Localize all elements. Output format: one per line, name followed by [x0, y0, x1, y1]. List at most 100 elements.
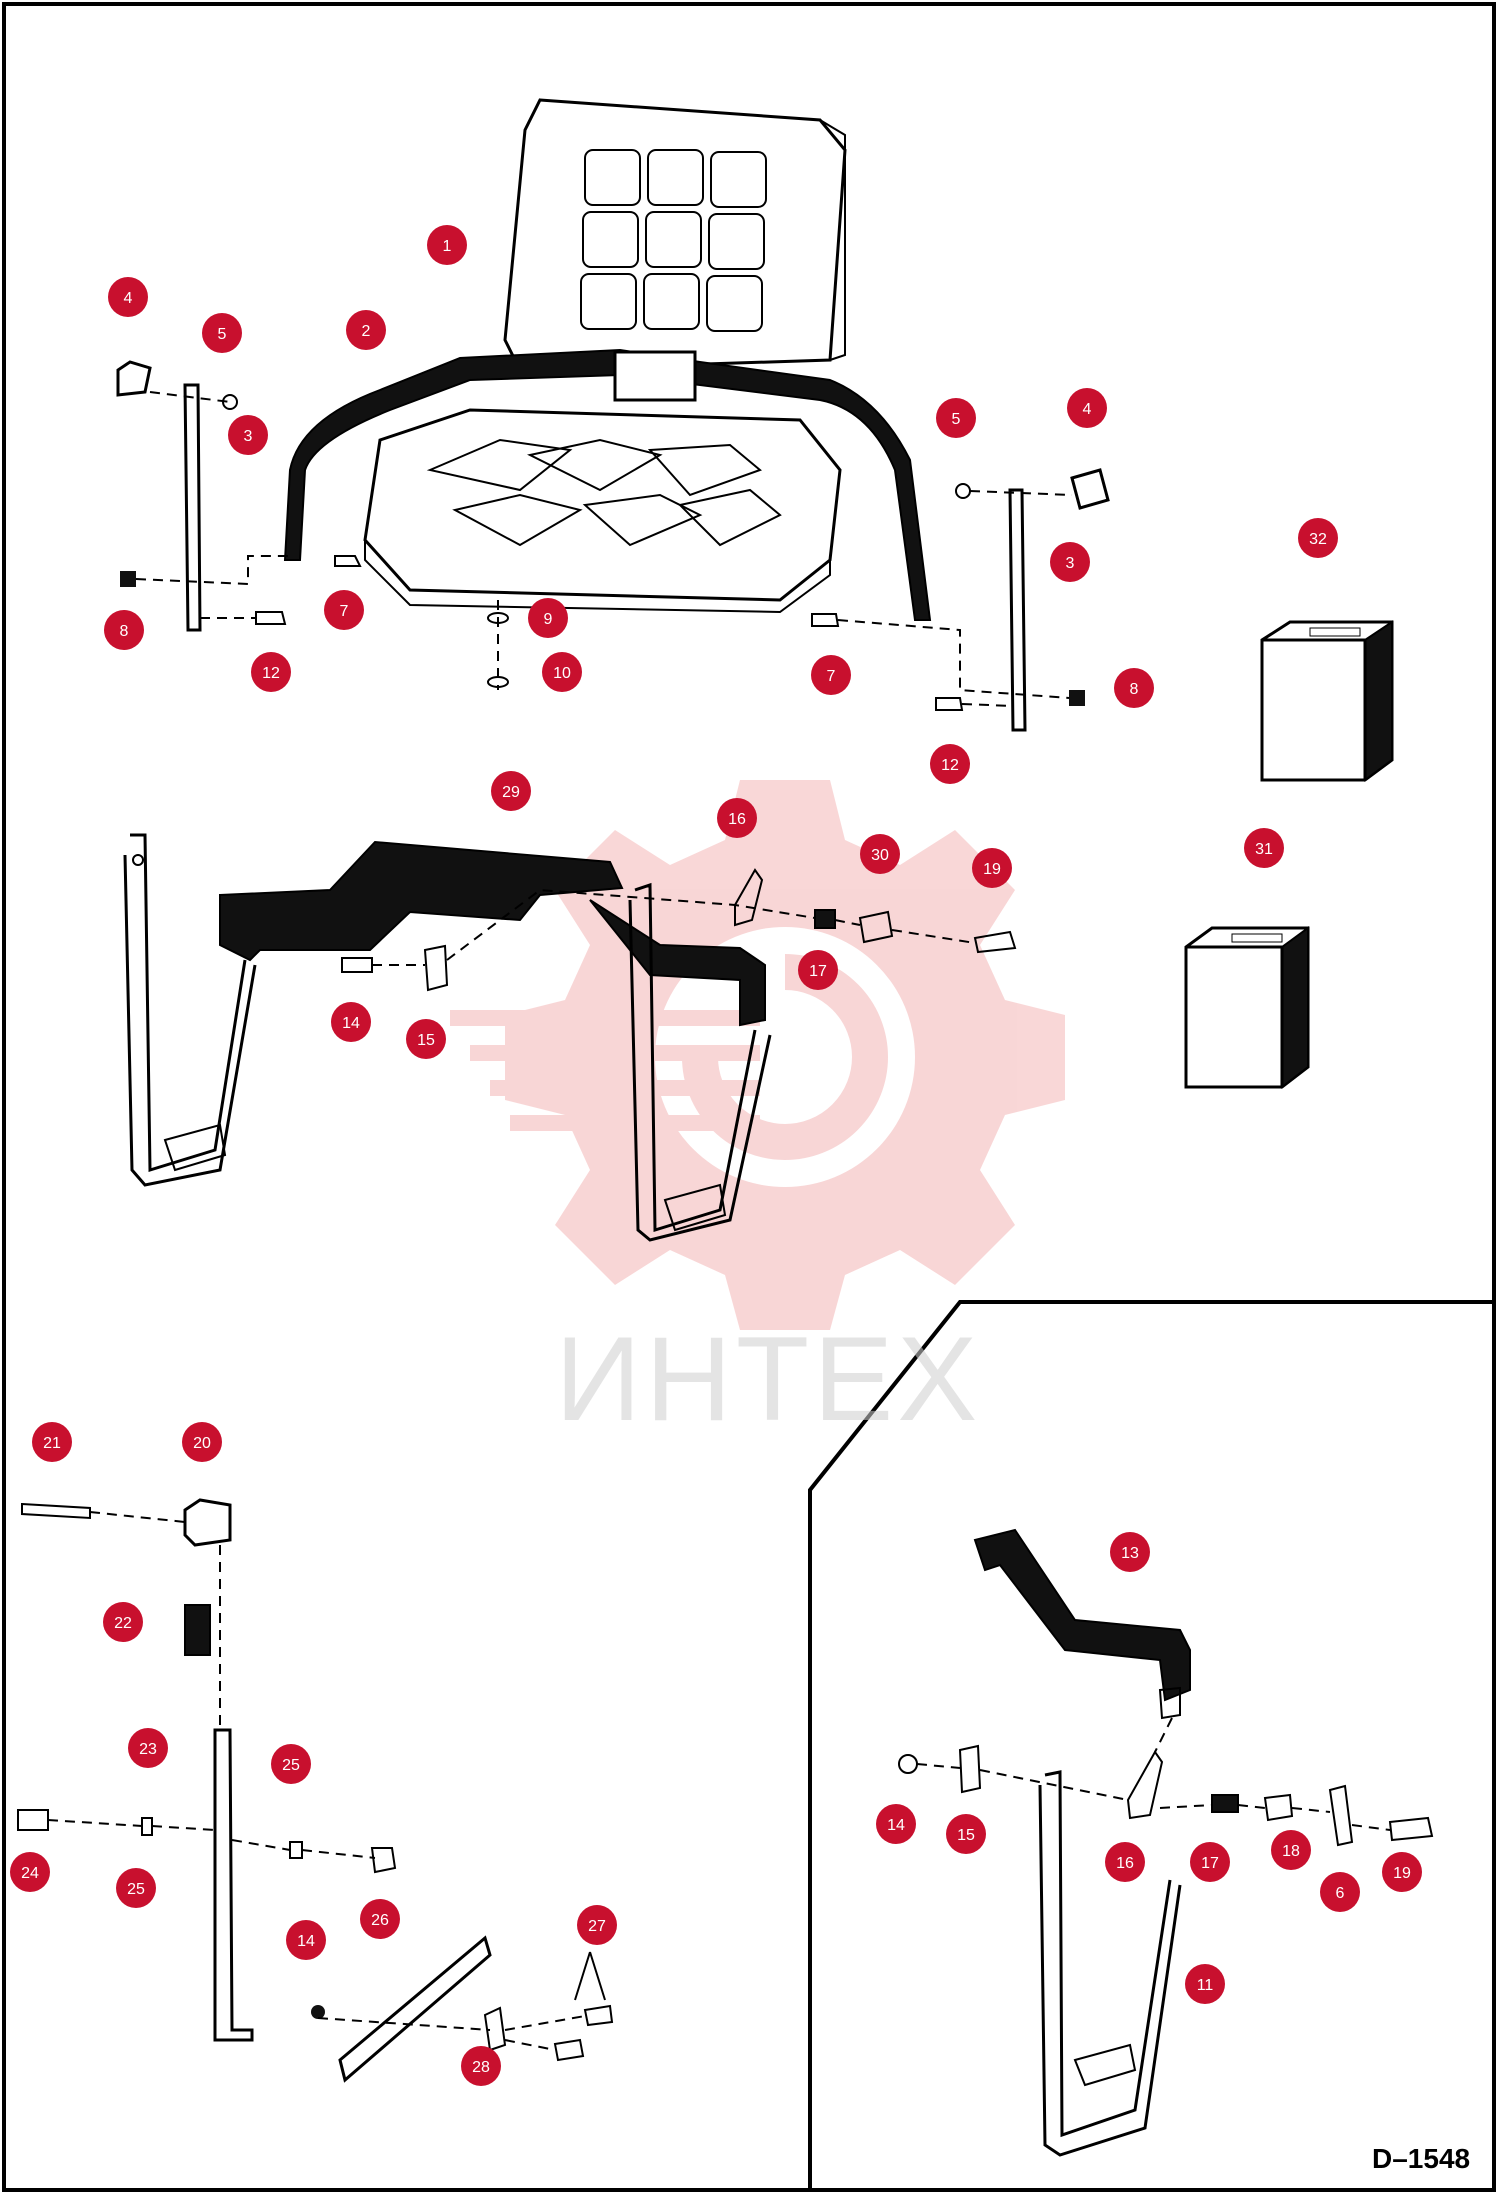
inset-frame	[808, 1300, 1494, 2190]
callout-marker	[346, 310, 386, 350]
callout-21[interactable]: 21	[32, 1422, 72, 1462]
callout-marker	[946, 1814, 986, 1854]
callout-label: 9	[544, 611, 553, 628]
callout-19[interactable]: 19	[1382, 1852, 1422, 1892]
callout-14[interactable]: 14	[331, 1002, 371, 1042]
callout-24[interactable]: 24	[10, 1852, 50, 1892]
callout-label: 17	[1201, 1855, 1219, 1872]
callout-6[interactable]: 6	[1320, 1872, 1360, 1912]
callout-17[interactable]: 17	[1190, 1842, 1230, 1882]
callout-label: 1	[443, 238, 452, 255]
callout-15[interactable]: 15	[946, 1814, 986, 1854]
callout-label: 14	[297, 1933, 315, 1950]
callout-14[interactable]: 14	[876, 1804, 916, 1844]
leader-lower-1	[89, 1511, 186, 1523]
callout-marker	[798, 950, 838, 990]
callout-4[interactable]: 4	[1067, 388, 1107, 428]
bushing-18	[1263, 1793, 1294, 1822]
callout-12[interactable]: 12	[930, 744, 970, 784]
watermark-stripe-1	[450, 1010, 760, 1026]
callout-5[interactable]: 5	[202, 313, 242, 353]
watermark-text: ИНТЕХ	[555, 1312, 981, 1446]
bracket-28	[483, 2006, 507, 2052]
riser-left	[183, 383, 202, 632]
callout-marker	[104, 610, 144, 650]
callout-18[interactable]: 18	[1271, 1830, 1311, 1870]
callout-7[interactable]: 7	[324, 590, 364, 630]
watermark-stripe-3	[490, 1080, 760, 1096]
latch-16	[734, 868, 764, 927]
callout-31[interactable]: 31	[1244, 828, 1284, 868]
clip-15-inset	[958, 1744, 982, 1794]
nut-8-left	[120, 571, 136, 587]
callout-17[interactable]: 17	[798, 950, 838, 990]
callout-26[interactable]: 26	[360, 1899, 400, 1939]
callout-3[interactable]: 3	[1050, 542, 1090, 582]
bushing-30	[858, 910, 894, 944]
callout-27[interactable]: 27	[577, 1905, 617, 1945]
block-20	[183, 1498, 232, 1547]
nut-14-inset	[898, 1754, 918, 1774]
callout-25[interactable]: 25	[116, 1868, 156, 1908]
callout-16[interactable]: 16	[717, 798, 757, 838]
callout-label: 8	[1130, 681, 1139, 698]
rod-23	[213, 1728, 254, 2042]
seat-pan	[364, 540, 831, 614]
callout-label: 27	[588, 1918, 606, 1935]
right-footrest	[663, 1183, 727, 1232]
callout-marker	[116, 1868, 156, 1908]
leader-27	[574, 1951, 606, 2001]
callout-19[interactable]: 19	[972, 848, 1012, 888]
leader-right-3	[961, 703, 1014, 707]
seat-assembly	[283, 98, 932, 621]
callout-8[interactable]: 8	[1114, 668, 1154, 708]
callout-22[interactable]: 22	[103, 1602, 143, 1642]
callout-label: 4	[1083, 401, 1092, 418]
callout-14[interactable]: 14	[286, 1920, 326, 1960]
callout-4[interactable]: 4	[108, 277, 148, 317]
callout-23[interactable]: 23	[128, 1728, 168, 1768]
callout-marker	[860, 834, 900, 874]
callout-15[interactable]: 15	[406, 1019, 446, 1059]
callout-2[interactable]: 2	[346, 310, 386, 350]
seat-bar-assembly	[123, 833, 1017, 1242]
callout-1[interactable]: 1	[427, 225, 467, 265]
callout-marker	[108, 277, 148, 317]
nut-8-right	[1069, 690, 1085, 706]
center-washers	[487, 600, 509, 690]
callout-label: 21	[43, 1435, 61, 1452]
callout-20[interactable]: 20	[182, 1422, 222, 1462]
callout-28[interactable]: 28	[461, 2046, 501, 2086]
callout-3[interactable]: 3	[228, 415, 268, 455]
callout-8[interactable]: 8	[104, 610, 144, 650]
callout-label: 16	[728, 811, 746, 828]
callout-16[interactable]: 16	[1105, 1842, 1145, 1882]
callout-32[interactable]: 32	[1298, 518, 1338, 558]
bolt-19-inset	[1388, 1816, 1434, 1842]
callout-marker	[1105, 1842, 1145, 1882]
callout-7[interactable]: 7	[811, 655, 851, 695]
callout-marker	[1110, 1532, 1150, 1572]
callout-label: 12	[262, 665, 280, 682]
callout-30[interactable]: 30	[860, 834, 900, 874]
callout-label: 31	[1255, 841, 1273, 858]
callout-marker	[1190, 1842, 1230, 1882]
pin-21	[21, 1502, 91, 1520]
bolt-26	[370, 1847, 397, 1874]
callout-marker	[542, 652, 582, 692]
callout-label: 28	[472, 2059, 490, 2076]
callout-9[interactable]: 9	[528, 598, 568, 638]
mount-bracket-left	[116, 360, 152, 397]
pivot-13	[1158, 1686, 1181, 1720]
callout-marker	[528, 598, 568, 638]
callout-label: 15	[417, 1032, 435, 1049]
callout-29[interactable]: 29	[491, 771, 531, 811]
callout-25[interactable]: 25	[271, 1744, 311, 1784]
callout-13[interactable]: 13	[1110, 1532, 1150, 1572]
callout-5[interactable]: 5	[936, 398, 976, 438]
callout-11[interactable]: 11	[1185, 1964, 1225, 2004]
callout-10[interactable]: 10	[542, 652, 582, 692]
callout-12[interactable]: 12	[251, 652, 291, 692]
